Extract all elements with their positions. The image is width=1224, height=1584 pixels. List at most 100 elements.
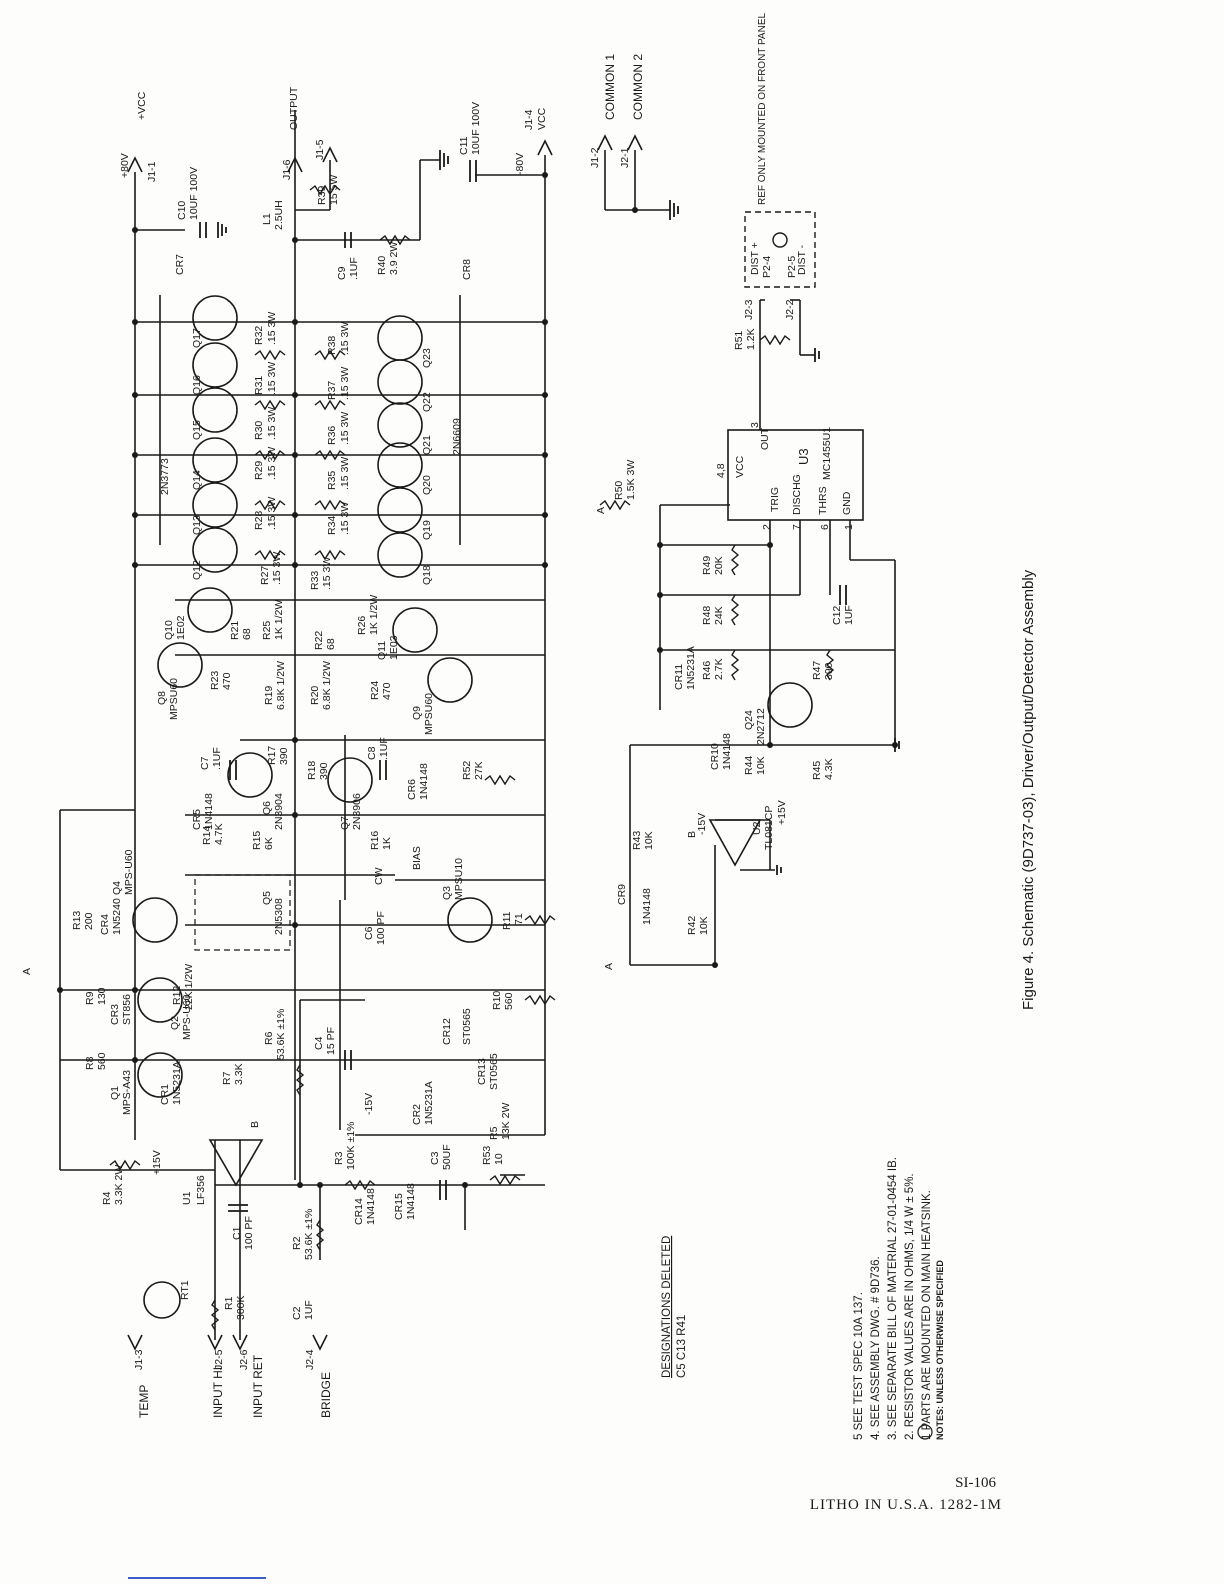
- val-r30: .15 3W: [266, 407, 278, 440]
- label-r45: R45: [811, 761, 823, 780]
- bottom-rule: [128, 1577, 266, 1579]
- val-r14: 4.7K: [213, 823, 225, 845]
- label-r17: R17: [266, 746, 278, 765]
- label-temp: TEMP: [137, 1385, 151, 1418]
- label-r48: R48: [701, 606, 713, 625]
- part-cr9: 1N4148: [641, 888, 653, 925]
- timer-trig-pin: TRIG: [769, 487, 781, 512]
- label-cr5: CR5: [191, 809, 203, 830]
- label-q20: Q20: [421, 475, 433, 495]
- val-r32: .15 3W: [266, 312, 278, 345]
- label-r5: R5: [488, 1126, 500, 1140]
- part-q10: 1E02: [175, 615, 187, 640]
- label-l1: L1: [261, 213, 273, 225]
- label-q6: Q6: [261, 801, 273, 815]
- label-r30: R30: [253, 421, 265, 440]
- part-q21: 2N6609: [451, 418, 463, 455]
- label-r23: R23: [209, 671, 221, 690]
- label-c3: C3: [429, 1151, 441, 1165]
- flag-b-1: B: [249, 1121, 261, 1128]
- val-r39: 15 5W: [328, 175, 340, 205]
- label-r35: R35: [326, 471, 338, 490]
- label-common1: COMMON 1: [603, 54, 617, 120]
- val-r23: 470: [221, 672, 233, 690]
- val-r8: 560: [96, 1052, 108, 1070]
- label-q9: Q9: [411, 706, 423, 720]
- label-output: OUTPUT: [288, 86, 300, 130]
- dist-minus: DIST -: [796, 244, 808, 275]
- timer-disch-pin-number: 7: [791, 524, 803, 530]
- val-c1: 100 PF: [243, 1216, 255, 1250]
- label-c11: C11: [458, 136, 470, 155]
- part-q11: 1E03: [388, 635, 400, 660]
- part-q6: 2N3904: [273, 793, 285, 830]
- opamp-u2-symbol: [708, 819, 762, 867]
- deleted-list: C5 C13 R41: [676, 1315, 688, 1378]
- label-q18: Q18: [421, 565, 433, 585]
- val-r3: 100K ±1%: [345, 1122, 357, 1170]
- label-r38: R38: [326, 336, 338, 355]
- part-cr2: 1N5231A: [423, 1081, 435, 1125]
- timer-part: MC1455U1: [821, 427, 833, 480]
- timer-vcc-pin-number: 4,8: [715, 463, 727, 478]
- label-r22: R22: [313, 631, 325, 650]
- label-q3: Q3: [441, 886, 453, 900]
- label-r10: R10: [491, 991, 503, 1010]
- label-r51: R51: [733, 331, 745, 350]
- val-l1: 2.5UH: [273, 200, 285, 230]
- page-number: SI-106: [955, 1475, 996, 1491]
- label-cr10: CR10: [709, 743, 721, 770]
- val-r15: 6K: [263, 837, 275, 850]
- label-r15: R15: [251, 831, 263, 850]
- val-r24: 470: [381, 682, 393, 700]
- label-r1: R1: [223, 1296, 235, 1310]
- label-r12: R12: [171, 986, 183, 1005]
- label-q14: Q14: [191, 470, 203, 490]
- label-q22: Q22: [421, 392, 433, 412]
- label-q4: Q4: [111, 881, 123, 895]
- label-r20: R20: [309, 686, 321, 705]
- label-r34: R34: [326, 516, 338, 535]
- note-item-1: 1 PARTS ARE MOUNTED ON MAIN HEATSINK.: [921, 1190, 933, 1440]
- label-r36: R36: [326, 426, 338, 445]
- rail-minus15-u2: -15V: [696, 813, 708, 835]
- val-r1: 300K: [235, 1295, 247, 1320]
- val-c6: 100 PF: [375, 911, 387, 945]
- label-r11: R11: [501, 911, 513, 930]
- label-q11: Q11: [376, 641, 388, 660]
- label-j2-1: J2-1: [619, 147, 631, 168]
- val-r51: 1.2K: [745, 328, 757, 350]
- label-r14: R14: [201, 826, 213, 845]
- part-q5: 2N5308: [273, 898, 285, 935]
- part-q8: MPSU60: [168, 678, 180, 720]
- label-minus80v: -80V: [514, 153, 526, 175]
- label-r52: R52: [461, 761, 473, 780]
- val-r5: 13K 2W: [500, 1103, 512, 1140]
- part-q14: 2N3773: [159, 458, 171, 495]
- part-q3: MPSU10: [453, 858, 465, 900]
- label-r3: R3: [333, 1151, 345, 1165]
- val-r31: .15 3W: [266, 362, 278, 395]
- val-r35: .15 3W: [339, 457, 351, 490]
- val-r21: 68: [241, 628, 253, 640]
- note-item-2: 2. RESISTOR VALUES ARE IN OHMS, 1/4 W ± …: [904, 1173, 916, 1440]
- val-r53: 10: [493, 1153, 505, 1165]
- val-r49: 20K: [713, 556, 725, 575]
- label-cr12: CR12: [441, 1018, 453, 1045]
- timer-thrs-pin: THRS: [817, 486, 829, 515]
- label-r16: R16: [369, 831, 381, 850]
- dist-plus: DIST +: [749, 242, 761, 275]
- distortion-panel-box: [744, 211, 816, 288]
- flag-b-2: B: [686, 831, 698, 838]
- part-q2: MPS-U60: [181, 994, 193, 1040]
- label-cw: CW: [373, 867, 385, 885]
- label-cr15: CR15: [393, 1193, 405, 1220]
- label-plusvcc: +VCC: [136, 91, 148, 120]
- val-r9: 130: [96, 987, 108, 1005]
- val-r11: 71: [513, 913, 525, 925]
- val-r46: 2.7K: [713, 658, 725, 680]
- label-r50: R50: [613, 481, 625, 500]
- val-r12: 22K 1/2W: [183, 964, 195, 1010]
- label-c12: C12: [831, 606, 843, 625]
